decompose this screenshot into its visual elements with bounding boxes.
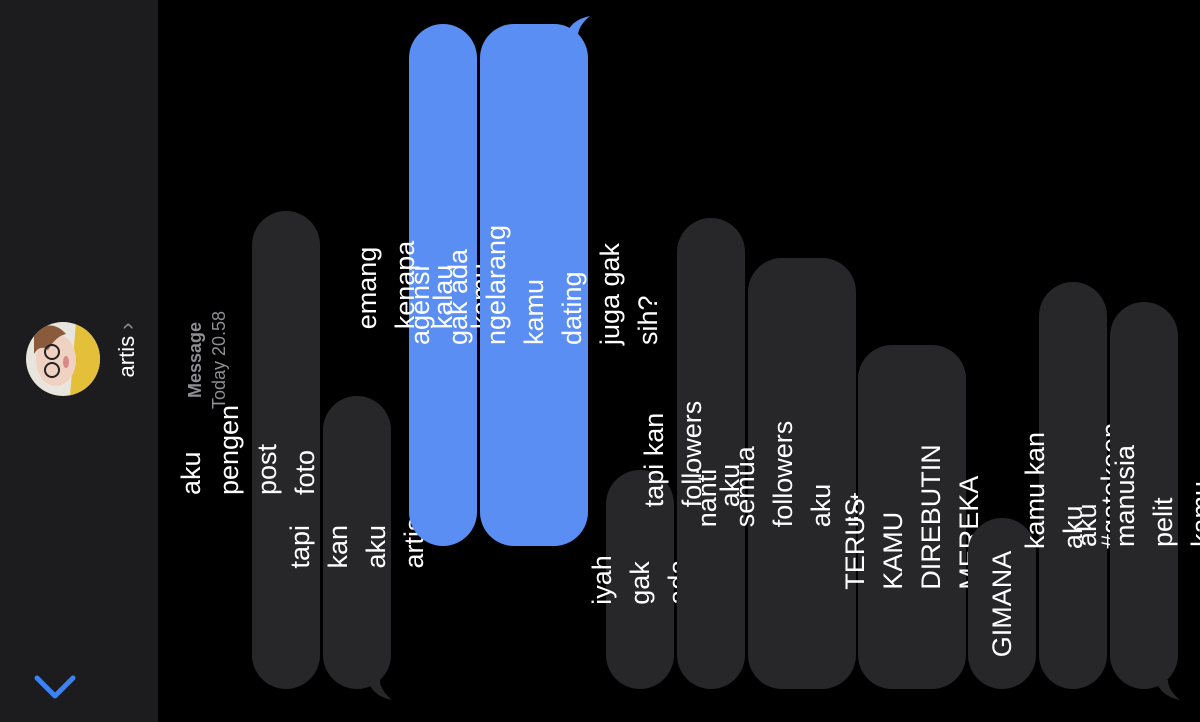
contact-name-button[interactable]: artis › bbox=[113, 300, 141, 400]
message-bubble-incoming[interactable]: aku manusia pelit kamu bbox=[1072, 302, 1200, 689]
message-bubble-incoming[interactable]: tapi kan aku artis bbox=[285, 396, 429, 689]
message-text: agensi gak ada ngelarang kamu dating jug… bbox=[405, 224, 663, 346]
chevron-down-icon bbox=[34, 675, 76, 699]
bubble-tail-outgoing bbox=[566, 16, 590, 36]
message-bubble-incoming[interactable]: aku pengen post foto kita tadi bbox=[176, 211, 396, 689]
chevron-right-icon: › bbox=[114, 322, 139, 330]
bubble-tail-incoming bbox=[1156, 680, 1180, 700]
message-bubble-outgoing[interactable]: emang kenapa kalau kamu artis? bbox=[352, 24, 534, 546]
message-text: aku manusia pelit kamu bbox=[1072, 444, 1200, 547]
message-bubble-outgoing[interactable]: agensi gak ada ngelarang kamu dating jug… bbox=[405, 24, 663, 546]
message-bubble-incoming[interactable]: kamu kan aku #gatekeep bbox=[1020, 282, 1126, 689]
contact-name: artis bbox=[114, 335, 139, 378]
message-bubble-incoming[interactable]: TERUS KAMU DIREBUTIN MEREKA bbox=[840, 345, 984, 689]
service-label: Message bbox=[185, 321, 205, 399]
message-bubble-incoming[interactable]: nanti semua followers aku liat kamu bbox=[692, 258, 912, 689]
message-bubble-incoming[interactable]: tapi kan followers aku banyak bbox=[639, 218, 783, 689]
message-text: TERUS KAMU DIREBUTIN MEREKA bbox=[840, 444, 984, 590]
message-bubble-incoming[interactable]: GIMANA bbox=[968, 518, 1036, 689]
timestamp: Today 20.58 bbox=[209, 310, 229, 410]
conversation-sidebar: artis › bbox=[0, 0, 158, 722]
avatar[interactable] bbox=[26, 322, 100, 396]
bubble-tail-incoming bbox=[368, 680, 392, 700]
message-bubble-incoming[interactable]: iyah gak ada bbox=[587, 470, 693, 689]
message-text: GIMANA bbox=[987, 550, 1017, 657]
avatar-image bbox=[26, 322, 100, 396]
scroll-down-button[interactable] bbox=[30, 666, 80, 706]
message-text: tapi kan aku artis bbox=[285, 516, 429, 568]
